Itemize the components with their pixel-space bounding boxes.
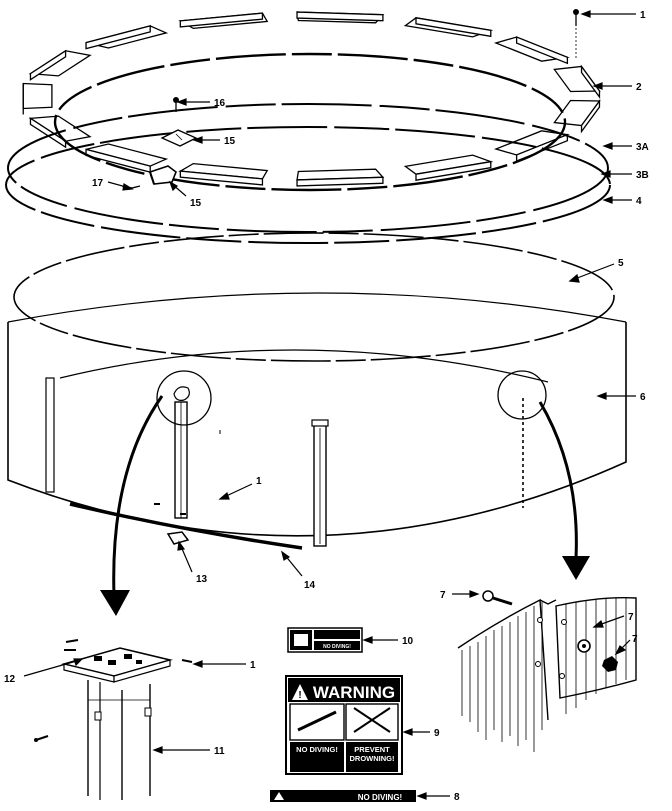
callout-13: 13 (196, 574, 208, 585)
callout-10: 10 (402, 636, 414, 647)
callout-7-bolt: 7 (440, 590, 446, 601)
magnifier-right-circle (497, 370, 547, 420)
callout-15-cap: 15 (190, 198, 202, 209)
callout-7-washer: 7 (628, 612, 634, 623)
top-rail-inner-ring (53, 52, 567, 192)
pool-wall-top-edge (7, 292, 627, 323)
leader-lines (23, 10, 636, 800)
screw-16-icon (173, 97, 179, 112)
top-seat-edge (29, 117, 67, 149)
sign-9-left-text: NO DIVING! (296, 745, 338, 754)
top-seat-ring (22, 11, 601, 187)
curved-arrow-left (100, 395, 164, 616)
top-seat-segment (22, 82, 53, 110)
bottom-track-14 (69, 502, 303, 550)
callout-8: 8 (454, 792, 460, 803)
callout-3b: 3B (636, 170, 649, 181)
pool-liner-outline (13, 232, 615, 362)
bolt-icon (482, 590, 513, 606)
top-rail-3b-ring (5, 126, 611, 244)
wall-joint-detail (457, 590, 637, 752)
callout-12: 12 (4, 674, 16, 685)
nut-icon (602, 656, 618, 672)
rail-cap-15-icon (148, 165, 177, 185)
top-seat-edge (179, 170, 264, 186)
callout-2: 2 (636, 82, 642, 93)
top-seat-edge (296, 11, 384, 22)
top-seat-edge (515, 36, 569, 65)
callout-1-bottom: 1 (250, 660, 256, 671)
top-seat-edge (179, 12, 264, 28)
callout-5: 5 (618, 258, 624, 269)
sign-9-warning: ! WARNING NO DIVING! PREVENT DROWNING! (285, 675, 403, 775)
bottom-plate-13-icon (166, 531, 190, 545)
sign-9-title: WARNING (313, 683, 395, 702)
sign-8-strip: NO DIVING! (270, 790, 416, 802)
svg-text:!: ! (298, 690, 301, 701)
callout-3a: 3A (636, 142, 649, 153)
callout-4: 4 (636, 196, 642, 207)
upright-top-detail (34, 639, 193, 800)
callout-15-plate: 15 (224, 136, 236, 147)
top-seat-edge (415, 17, 492, 38)
top-seat-edge (580, 99, 601, 134)
callout-11: 11 (214, 746, 225, 757)
sign-9-right-text-2: DROWNING! (350, 754, 395, 763)
callout-1-mid: 1 (256, 476, 262, 487)
top-seat-edge (29, 49, 67, 81)
sign-10-no-diving-small: NO DIVING! (287, 627, 363, 653)
callout-14: 14 (304, 580, 316, 591)
washer-icon (577, 639, 591, 653)
callout-16: 16 (214, 98, 226, 109)
sign-8-text: NO DIVING! (358, 793, 402, 802)
callout-1-top: 1 (640, 10, 646, 21)
magnifier-left-circle (156, 370, 212, 426)
sign-10-text: NO DIVING! (323, 644, 351, 650)
top-seat-edge (85, 25, 151, 50)
top-seat-edge (415, 160, 492, 181)
callout-7-nut: 7 (632, 634, 638, 645)
top-seat-edge (580, 64, 601, 99)
top-seat-edge (296, 176, 384, 187)
upright-cap-in-circle (173, 386, 190, 401)
wall-screw-icon (154, 503, 186, 515)
wall-uprights (45, 377, 524, 547)
top-rail-3a-ring (7, 103, 609, 233)
liner-inner-curve (59, 349, 549, 383)
callout-17: 17 (92, 178, 104, 189)
top-plate-15-icon (160, 129, 198, 147)
curved-arrow-right (538, 401, 590, 580)
screw-1-icon (573, 9, 579, 58)
callout-9: 9 (434, 728, 440, 739)
sign-9-right-text-1: PREVENT (354, 745, 390, 754)
callout-6: 6 (640, 392, 646, 403)
callout-labels: 1 2 3A 3B 4 5 6 16 15 15 17 1 13 14 7 7 … (4, 10, 649, 803)
